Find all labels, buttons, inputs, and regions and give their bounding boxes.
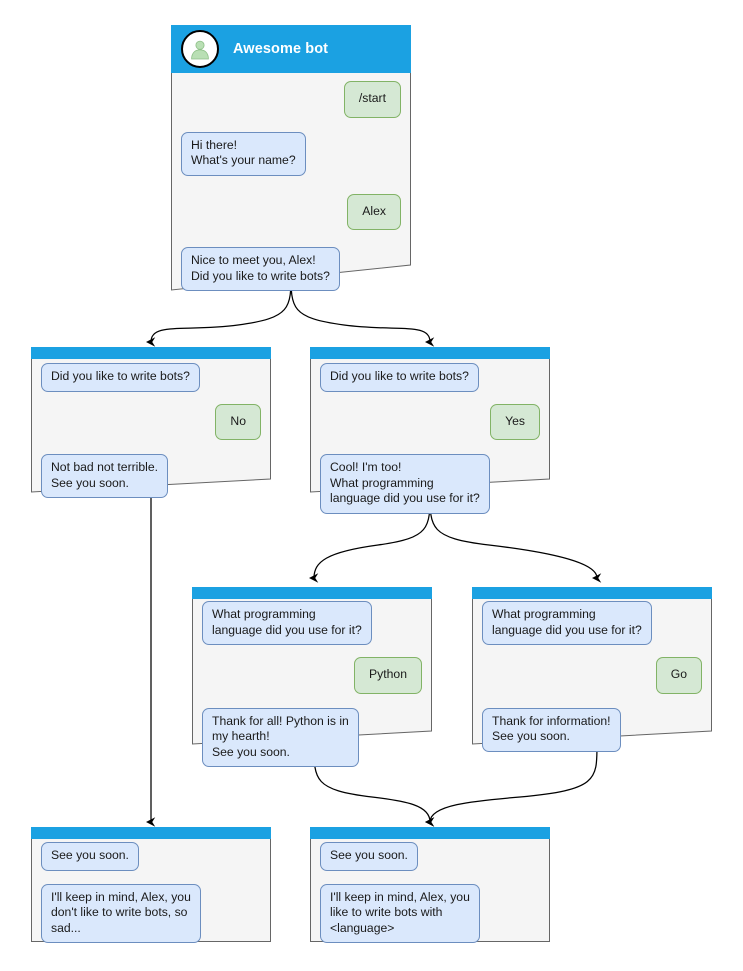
- bot-message-bubble[interactable]: See you soon.: [41, 842, 139, 871]
- screen-go-branch-titlebar: [472, 587, 712, 599]
- message-row: I'll keep in mind, Alex, you don't like …: [41, 883, 261, 943]
- screen-end-sad-messages: See you soon. I'll keep in mind, Alex, y…: [31, 842, 271, 953]
- user-message-bubble[interactable]: Go: [655, 657, 702, 694]
- bot-message-bubble[interactable]: Did you like to write bots?: [41, 363, 200, 392]
- bot-message-bubble[interactable]: Hi there! What's your name?: [181, 131, 306, 176]
- screen-go-branch[interactable]: What programming language did you use fo…: [472, 587, 712, 752]
- message-row: Thank for all! Python is in my hearth! S…: [202, 707, 422, 767]
- message-row: Did you like to write bots?: [41, 363, 261, 392]
- bot-message-bubble[interactable]: Thank for information! See you soon.: [482, 707, 621, 752]
- message-row: See you soon.: [41, 842, 261, 871]
- screen-python-branch[interactable]: What programming language did you use fo…: [192, 587, 432, 767]
- message-row: /start: [181, 81, 401, 118]
- message-row: What programming language did you use fo…: [482, 601, 702, 645]
- screen-python-branch-messages: What programming language did you use fo…: [192, 601, 432, 777]
- bot-message-bubble[interactable]: Thank for all! Python is in my hearth! S…: [202, 707, 359, 767]
- screen-main[interactable]: Awesome bot /start Hi there! What's your…: [171, 25, 411, 291]
- message-row: Yes: [320, 403, 540, 440]
- screen-end-happy-messages: See you soon. I'll keep in mind, Alex, y…: [310, 842, 550, 953]
- message-row: Hi there! What's your name?: [181, 131, 401, 176]
- bot-message-bubble[interactable]: What programming language did you use fo…: [482, 601, 652, 645]
- screen-main-messages: /start Hi there! What's your name? Alex …: [171, 81, 411, 301]
- screen-no-branch-messages: Did you like to write bots? No Not bad n…: [31, 363, 271, 508]
- screen-yes-branch-messages: Did you like to write bots? Yes Cool! I'…: [310, 363, 550, 524]
- bot-message-bubble[interactable]: I'll keep in mind, Alex, you don't like …: [41, 883, 201, 943]
- bot-title: Awesome bot: [233, 41, 329, 57]
- bot-message-bubble[interactable]: Not bad not terrible. See you soon.: [41, 454, 169, 498]
- screen-no-branch-titlebar: [31, 347, 271, 359]
- bot-message-bubble[interactable]: What programming language did you use fo…: [202, 601, 372, 645]
- screen-go-branch-messages: What programming language did you use fo…: [472, 601, 712, 762]
- screen-python-branch-titlebar: [192, 587, 432, 599]
- user-message-bubble[interactable]: /start: [343, 81, 401, 118]
- user-message-bubble[interactable]: No: [215, 403, 261, 440]
- user-message-bubble[interactable]: Python: [354, 657, 422, 694]
- screen-yes-branch-titlebar: [310, 347, 550, 359]
- bot-message-bubble[interactable]: Nice to meet you, Alex! Did you like to …: [181, 247, 340, 291]
- message-row: Did you like to write bots?: [320, 363, 540, 392]
- bot-message-bubble[interactable]: See you soon.: [320, 842, 418, 871]
- screen-main-titlebar: Awesome bot: [171, 25, 411, 73]
- bot-message-bubble[interactable]: I'll keep in mind, Alex, you like to wri…: [320, 883, 480, 943]
- bot-message-bubble[interactable]: Cool! I'm too! What programming language…: [320, 454, 490, 514]
- message-row: What programming language did you use fo…: [202, 601, 422, 645]
- user-message-bubble[interactable]: Alex: [347, 193, 401, 230]
- message-row: Thank for information! See you soon.: [482, 707, 702, 752]
- message-row: Go: [482, 657, 702, 694]
- message-row: Python: [202, 657, 422, 694]
- screen-end-happy[interactable]: See you soon. I'll keep in mind, Alex, y…: [310, 827, 550, 943]
- screen-end-happy-titlebar: [310, 827, 550, 839]
- message-row: See you soon.: [320, 842, 540, 871]
- user-message-bubble[interactable]: Yes: [490, 403, 540, 440]
- screen-yes-branch[interactable]: Did you like to write bots? Yes Cool! I'…: [310, 347, 550, 514]
- screen-end-sad[interactable]: See you soon. I'll keep in mind, Alex, y…: [31, 827, 271, 943]
- screen-end-sad-titlebar: [31, 827, 271, 839]
- message-row: No: [41, 403, 261, 440]
- message-row: Alex: [181, 193, 401, 230]
- message-row: Not bad not terrible. See you soon.: [41, 454, 261, 498]
- person-avatar-icon: [181, 30, 219, 68]
- bot-message-bubble[interactable]: Did you like to write bots?: [320, 363, 479, 392]
- message-row: Nice to meet you, Alex! Did you like to …: [181, 247, 401, 291]
- message-row: I'll keep in mind, Alex, you like to wri…: [320, 883, 540, 943]
- message-row: Cool! I'm too! What programming language…: [320, 454, 540, 514]
- screen-no-branch[interactable]: Did you like to write bots? No Not bad n…: [31, 347, 271, 498]
